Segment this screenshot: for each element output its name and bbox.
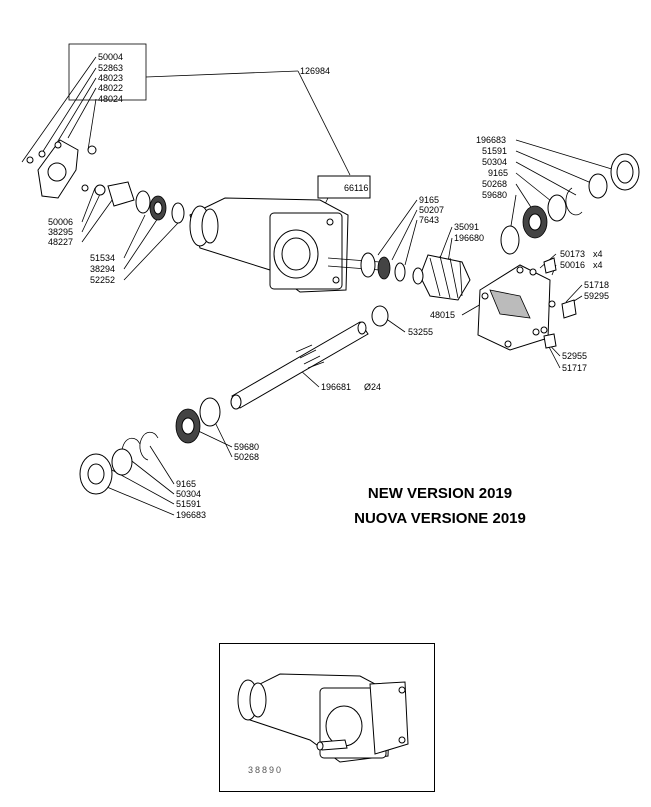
part-label: 9165 [419, 195, 439, 205]
part-label: 196680 [454, 233, 484, 243]
part-label: 9165 [488, 168, 508, 178]
part-label: 51591 [482, 146, 507, 156]
oring [371, 305, 389, 327]
right-bearing-stack [500, 153, 640, 255]
part-label: 51534 [90, 253, 115, 263]
part-label: 48227 [48, 237, 73, 247]
part-label: 50006 [48, 217, 73, 227]
part-label: 38295 [48, 227, 73, 237]
part-label: 48015 [430, 310, 455, 320]
lower-bearing-stack [79, 397, 221, 495]
kit-reference-label: 126984 [300, 66, 330, 76]
part-label: 9165 [176, 479, 196, 489]
part-label: 35091 [454, 222, 479, 232]
part-label: 48024 [98, 94, 123, 104]
part-label: 50304 [176, 489, 201, 499]
left-small-parts [81, 181, 185, 224]
main-shaft [230, 321, 369, 410]
center-shaft-parts [327, 252, 406, 282]
part-label: 51591 [176, 499, 201, 509]
quantity-label: x4 [593, 249, 603, 259]
part-label: 52955 [562, 351, 587, 361]
part-label: 196683 [476, 135, 506, 145]
part-label: 196683 [176, 510, 206, 520]
version-title-italian: NUOVA VERSIONE 2019 [354, 510, 526, 527]
part-label: 48023 [98, 73, 123, 83]
part-label: 48022 [98, 83, 123, 93]
part-label: 196681 [321, 382, 351, 392]
bevel-gear [412, 254, 471, 301]
part-label: 53255 [408, 327, 433, 337]
gearbox-housing [189, 175, 371, 293]
part-label: 50016 [560, 260, 585, 270]
housing-label: 66116 [344, 183, 368, 193]
part-label: 7643 [419, 215, 439, 225]
version-title: NEW VERSION 2019 [367, 485, 513, 502]
quantity-label: x4 [593, 260, 603, 270]
part-label: 50004 [98, 52, 123, 62]
part-label: 59295 [584, 291, 609, 301]
leader-lines [21, 43, 616, 516]
part-label: 38294 [90, 264, 115, 274]
part-label: 50207 [419, 205, 444, 215]
left-bracket [26, 139, 97, 199]
diameter-label: Ø24 [364, 382, 381, 392]
part-label: 51717 [562, 363, 587, 373]
part-label: 52252 [90, 275, 115, 285]
part-label: 50304 [482, 157, 507, 167]
part-label: 50173 [560, 249, 585, 259]
part-label: 59680 [234, 442, 259, 452]
inset-reference-code: 38890 [248, 765, 284, 775]
part-label: 50268 [482, 179, 507, 189]
assembled-gearbox-drawing [237, 673, 409, 763]
callout-labels: 50004 52863 48023 48022 48024 126984 661… [48, 52, 609, 520]
cover-plate [477, 257, 577, 351]
part-label: 51718 [584, 280, 609, 290]
assembled-view-inset: 38890 [219, 643, 435, 792]
part-label: 52863 [98, 63, 123, 73]
part-label: 50268 [234, 452, 259, 462]
part-label: 59680 [482, 190, 507, 200]
